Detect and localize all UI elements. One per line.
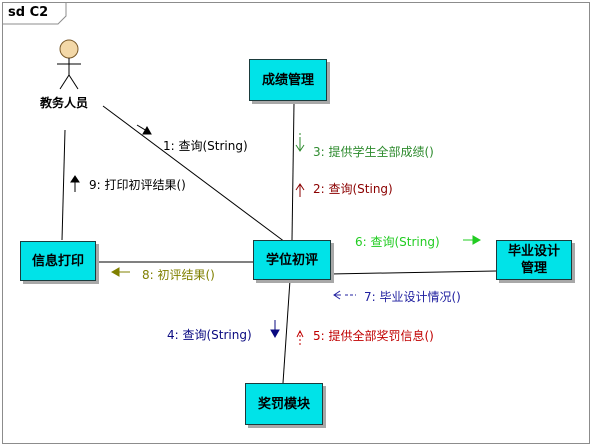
arrow-m6 [463, 235, 482, 245]
message-4: 4: 查询(String) [167, 328, 252, 342]
message-5: 5: 提供全部奖罚信息() [313, 329, 434, 343]
message-3: 3: 提供学生全部成绩() [313, 145, 434, 159]
link-actor-review [102, 105, 286, 243]
message-7: 7: 毕业设计情况() [364, 290, 461, 304]
arrow-m3 [295, 133, 305, 152]
link-review-reward [282, 279, 291, 384]
actor-icon [57, 39, 81, 90]
message-1: 1: 查询(String) [163, 139, 248, 153]
object-thesis-management[interactable]: 毕业设计 管理 [496, 240, 572, 280]
object-reward-module[interactable]: 奖罚模块 [245, 383, 323, 425]
object-info-print[interactable]: 信息打印 [20, 241, 96, 281]
message-8: 8: 初评结果() [142, 268, 215, 282]
arrow-m2 [295, 183, 305, 197]
frame-tab-border [2, 2, 67, 25]
link-actor-print [61, 129, 66, 241]
link-review-thesis [329, 270, 497, 275]
thesis-management-line1: 毕业设计 [507, 244, 560, 259]
object-degree-review[interactable]: 学位初评 [253, 240, 331, 280]
message-6: 6: 查询(String) [355, 235, 440, 249]
frame-label: sd C2 [8, 5, 49, 20]
arrow-m7 [333, 290, 356, 300]
message-9: 9: 打印初评结果() [89, 178, 186, 192]
arrow-m9 [70, 175, 80, 192]
arrow-m1 [136, 124, 152, 135]
message-2: 2: 查询(Sting) [313, 182, 393, 196]
thesis-management-line2: 管理 [520, 261, 547, 276]
arrow-m8 [110, 267, 130, 277]
object-grade-management[interactable]: 成绩管理 [249, 59, 327, 101]
link-grade-review [291, 102, 295, 241]
arrow-m5 [296, 329, 304, 345]
arrow-m4 [270, 320, 280, 339]
diagram-frame [2, 2, 590, 444]
actor-label: 教务人员 [40, 96, 89, 110]
